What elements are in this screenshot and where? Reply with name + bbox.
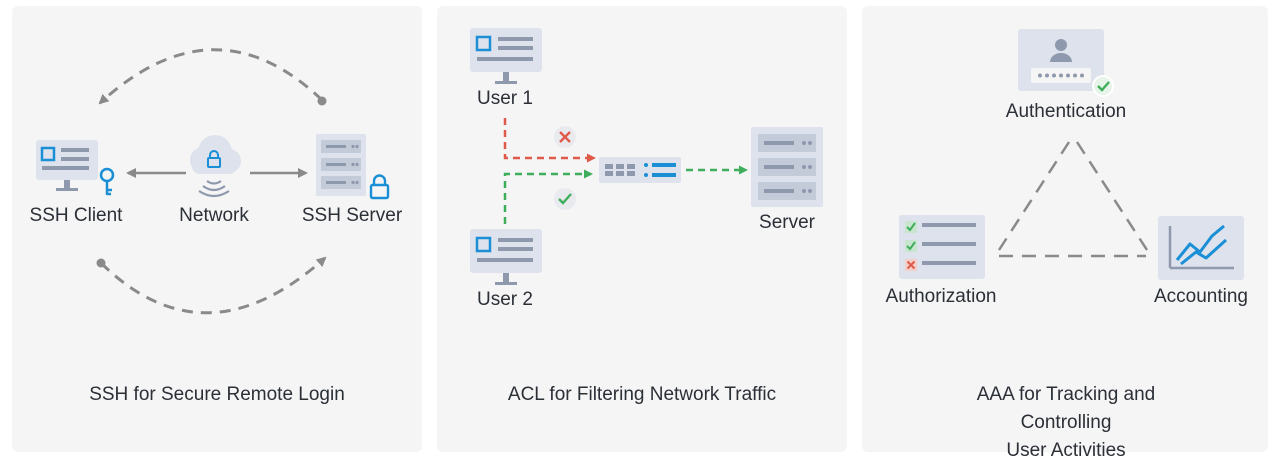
user2-monitor-icon bbox=[470, 229, 542, 285]
acl-caption: ACL for Filtering Network Traffic bbox=[507, 384, 777, 405]
key-icon bbox=[99, 167, 115, 196]
authentication-label: Authentication bbox=[1005, 101, 1127, 122]
padlock-icon bbox=[369, 174, 390, 200]
allowed-path bbox=[503, 169, 593, 224]
aaa-triangle bbox=[997, 141, 1149, 258]
user1-label: User 1 bbox=[477, 88, 533, 109]
accounting-label: Accounting bbox=[1153, 286, 1249, 307]
ssh-arc-top bbox=[98, 48, 327, 106]
acl-server-label: Server bbox=[759, 212, 815, 233]
aaa-caption-line2: User Activities bbox=[1006, 440, 1126, 461]
ssh-caption: SSH for Secure Remote Login bbox=[89, 384, 345, 405]
authorization-checklist-icon bbox=[899, 215, 985, 279]
acl-server-icon bbox=[751, 127, 823, 207]
ssh-server-icon bbox=[316, 134, 366, 196]
ssh-client-label: SSH Client bbox=[29, 205, 123, 226]
denied-path bbox=[503, 118, 596, 163]
authentication-icon bbox=[1018, 29, 1114, 97]
accounting-chart-icon bbox=[1158, 216, 1244, 280]
cloud-lock-icon bbox=[190, 135, 241, 174]
network-label: Network bbox=[179, 205, 249, 226]
aaa-caption-line1: AAA for Tracking and Controlling bbox=[976, 384, 1156, 433]
ssh-client-monitor-icon bbox=[36, 140, 98, 191]
user1-monitor-icon bbox=[470, 28, 542, 84]
aaa-caption: AAA for Tracking and Controlling User Ac… bbox=[960, 381, 1173, 465]
ssh-server-label: SSH Server bbox=[301, 205, 403, 226]
ssh-panel bbox=[12, 6, 422, 452]
ssh-arc-bottom bbox=[96, 256, 327, 315]
allow-check-icon bbox=[554, 188, 576, 210]
authorization-label: Authorization bbox=[885, 286, 997, 307]
deny-x-icon bbox=[554, 126, 576, 148]
wireless-signal-icon bbox=[198, 180, 230, 198]
switch-icon bbox=[599, 157, 681, 183]
user2-label: User 2 bbox=[477, 289, 533, 310]
